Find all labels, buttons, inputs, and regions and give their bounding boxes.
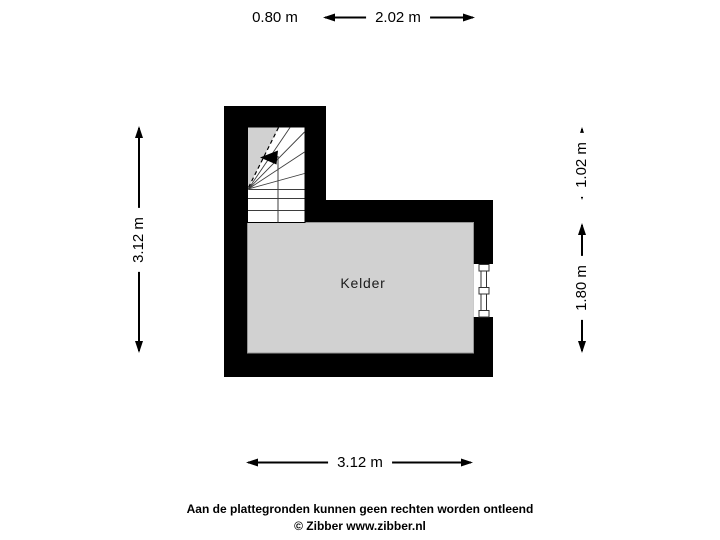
room-label-kelder: Kelder <box>340 275 386 291</box>
room-kelder-floor <box>247 222 474 354</box>
staircase-dashed-line <box>247 127 280 189</box>
dimension-label-top-first: 0.80 m <box>243 7 307 29</box>
dimension-label-bottom: 3.12 m <box>328 452 392 474</box>
window-mullion-middle <box>478 287 490 295</box>
footer-copyright: © Zibber www.zibber.nl <box>294 519 426 533</box>
dimension-label-right-upper: 1.02 m <box>571 133 593 197</box>
dimension-label-left: 3.12 m <box>128 208 150 272</box>
dimension-label-top-second: 2.02 m <box>366 6 430 29</box>
window-mullion-top <box>478 264 490 272</box>
footer: Aan de plattegronden kunnen geen rechten… <box>0 501 720 535</box>
window <box>473 264 494 318</box>
staircase-direction-arrow <box>260 150 279 223</box>
footer-disclaimer: Aan de plattegronden kunnen geen rechten… <box>186 502 534 516</box>
window-mullion-bottom <box>478 310 490 318</box>
dimension-label-right-lower: 1.80 m <box>571 256 593 320</box>
staircase-straight-steps <box>248 198 305 211</box>
staircase <box>247 126 306 223</box>
